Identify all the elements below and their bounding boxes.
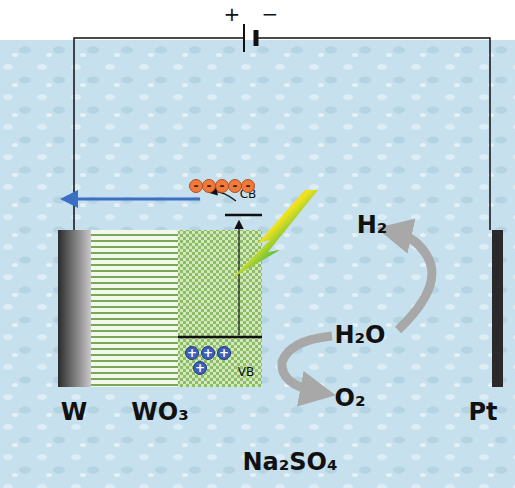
species-label: O₂ [335,386,366,410]
electron: - [215,179,229,193]
polarity-sign: + [224,4,241,24]
electron: - [202,179,216,193]
electrode-label: Pt [468,400,497,424]
electrolyte-label: Na₂SO₄ [243,450,338,474]
electron: - [241,179,255,193]
electrode-label: WO₃ [131,400,188,424]
hole: + [201,346,215,360]
electron: - [189,179,203,193]
species-label: H₂O [335,323,386,347]
electron: - [228,179,242,193]
hole: + [193,361,207,375]
band-label: VB [238,366,254,378]
electrode-label: W [61,400,87,424]
hole: + [217,346,231,360]
hole: + [185,346,199,360]
polarity-sign: − [262,4,279,24]
species-label: H₂ [357,213,388,237]
